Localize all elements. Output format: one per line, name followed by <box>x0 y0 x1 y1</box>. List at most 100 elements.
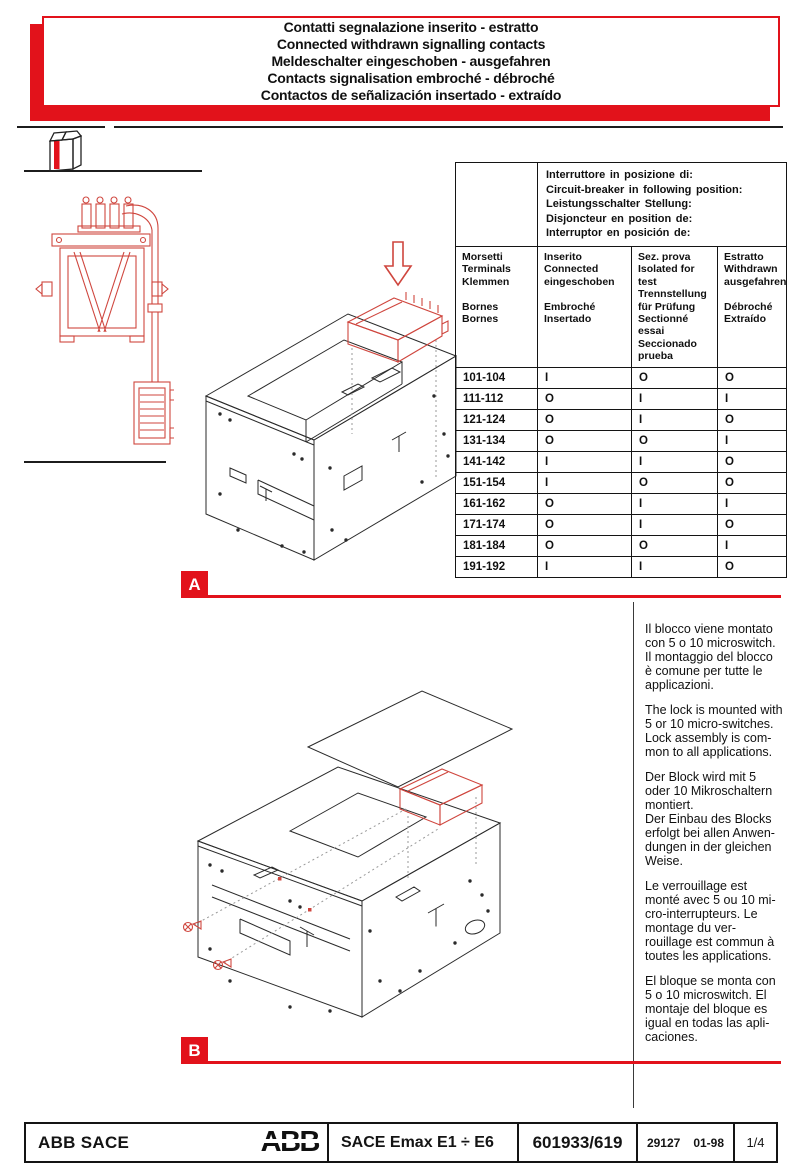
empty-corner-cell <box>455 162 538 247</box>
table-row: 121-124 O I O <box>455 408 788 431</box>
title-line-french: Contacts signalisation embroché - débroc… <box>267 70 555 86</box>
position-header-row: Interruttore in posizione di: Circuit-br… <box>455 162 788 247</box>
package-icon <box>48 130 83 172</box>
section-a-rule <box>208 595 781 598</box>
withdrawn-cell: I <box>716 534 788 557</box>
microswitch-block-drawing <box>35 196 174 445</box>
table-row: 141-142 I I O <box>455 450 788 473</box>
terminals-cell: 101-104 <box>455 366 538 389</box>
connected-cell: O <box>537 387 632 410</box>
section-a-label: A <box>181 571 208 598</box>
terminals-cell: 171-174 <box>455 513 538 536</box>
terminals-cell: 131-134 <box>455 429 538 452</box>
page-number: 1/4 <box>746 1135 765 1150</box>
doc-code: 29127 <box>646 1135 681 1150</box>
notes-column: Il blocco viene montato con 5 o 10 micro… <box>645 622 787 1055</box>
title-line-english: Connected withdrawn signalling contacts <box>276 36 546 52</box>
title-line-spanish: Contactos de señalización insertado - ex… <box>260 87 562 103</box>
footer-docnum-cell: 601933/619 <box>517 1124 636 1161</box>
connected-cell: O <box>537 408 632 431</box>
company-name: ABB SACE <box>38 1132 130 1152</box>
connected-cell: I <box>537 471 632 494</box>
footer-page-cell: 1/4 <box>733 1124 776 1161</box>
withdrawn-cell: O <box>716 408 788 431</box>
figure-a-drawing <box>204 241 458 561</box>
connected-cell: I <box>537 450 632 473</box>
column-header-row: Morsetti Terminals Klemmen Bornes Bornes… <box>455 245 788 368</box>
header-shadow-bottom <box>30 104 770 121</box>
footer-product-cell: SACE Emax E1 ÷ E6 <box>327 1124 517 1161</box>
withdrawn-cell: O <box>716 555 788 578</box>
test-cell: O <box>631 429 718 452</box>
connected-cell: O <box>537 534 632 557</box>
down-arrow-icon <box>383 241 413 287</box>
section-b-label: B <box>181 1037 208 1064</box>
withdrawn-cell: O <box>716 450 788 473</box>
doc-date: 01-98 <box>693 1135 725 1150</box>
col-header-terminals: Morsetti Terminals Klemmen Bornes Bornes <box>455 245 538 368</box>
footer-codes-cell: 29127 01-98 <box>636 1124 733 1161</box>
terminals-cell: 141-142 <box>455 450 538 473</box>
abb-logo-stripe <box>258 1139 321 1143</box>
title-box: Contatti segnalazione inserito - estratt… <box>42 16 780 107</box>
test-cell: I <box>631 555 718 578</box>
test-cell: I <box>631 513 718 536</box>
table-row: 191-192 I I O <box>455 555 788 578</box>
withdrawn-cell: I <box>716 429 788 452</box>
col-header-connected: Inserito Connected eingeschoben Embroché… <box>537 245 632 368</box>
note-english: The lock is mounted with 5 or 10 micro-s… <box>645 703 783 759</box>
connected-cell: O <box>537 492 632 515</box>
test-cell: I <box>631 387 718 410</box>
withdrawn-cell: O <box>716 366 788 389</box>
test-cell: I <box>631 492 718 515</box>
signalling-table: Interruttore in posizione di: Circuit-br… <box>455 162 788 578</box>
section-b-rule <box>208 1061 781 1064</box>
notes-column-separator <box>633 602 634 1108</box>
left-column-rule-upper <box>24 170 202 172</box>
top-rule-left <box>17 126 105 128</box>
terminals-cell: 191-192 <box>455 555 538 578</box>
connected-cell: O <box>537 513 632 536</box>
table-row: 151-154 I O O <box>455 471 788 494</box>
terminals-cell: 111-112 <box>455 387 538 410</box>
left-column-rule-lower <box>24 461 166 463</box>
header-shadow-left <box>30 24 44 121</box>
title-line-german: Meldeschalter eingeschoben - ausgefahren <box>271 53 551 69</box>
col-header-test: Sez. prova Isolated for test Trennstellu… <box>631 245 718 368</box>
terminals-cell: 151-154 <box>455 471 538 494</box>
position-header-cell: Interruttore in posizione di: Circuit-br… <box>536 162 788 247</box>
connected-cell: I <box>537 366 632 389</box>
terminals-cell: 161-162 <box>455 492 538 515</box>
col-header-withdrawn: Estratto Withdrawn ausgefahren Débroché … <box>716 245 788 368</box>
table-row: 131-134 O O I <box>455 429 788 452</box>
terminals-cell: 121-124 <box>455 408 538 431</box>
test-cell: O <box>631 471 718 494</box>
note-italian: Il blocco viene montato con 5 o 10 micro… <box>645 622 776 692</box>
terminals-cell: 181-184 <box>455 534 538 557</box>
note-french: Le verrouillage est monté avec 5 ou 10 m… <box>645 879 776 963</box>
table-row: 181-184 O O I <box>455 534 788 557</box>
test-cell: O <box>631 534 718 557</box>
test-cell: I <box>631 408 718 431</box>
table-row: 171-174 O I O <box>455 513 788 536</box>
abb-logo: ABB <box>258 1128 321 1157</box>
table-row: 101-104 I O O <box>455 366 788 389</box>
footer-title-block: ABB SACE ABB SACE Emax E1 ÷ E6 601933/61… <box>24 1122 778 1163</box>
title-line-italian: Contatti segnalazione inserito - estratt… <box>283 19 539 35</box>
withdrawn-cell: O <box>716 471 788 494</box>
withdrawn-cell: I <box>716 387 788 410</box>
top-rule-right <box>114 126 783 128</box>
document-number: 601933/619 <box>532 1132 623 1152</box>
note-german: Der Block wird mit 5 oder 10 Mikroschalt… <box>645 770 775 868</box>
product-name: SACE Emax E1 ÷ E6 <box>341 1133 494 1151</box>
figure-b-drawing <box>182 690 514 1018</box>
connected-cell: O <box>537 429 632 452</box>
test-cell: I <box>631 450 718 473</box>
note-spanish: El bloque se monta con 5 o 10 microswitc… <box>645 974 776 1044</box>
table-row: 111-112 O I I <box>455 387 788 410</box>
test-cell: O <box>631 366 718 389</box>
connected-cell: I <box>537 555 632 578</box>
withdrawn-cell: I <box>716 492 788 515</box>
footer-company-cell: ABB SACE ABB <box>26 1124 327 1161</box>
